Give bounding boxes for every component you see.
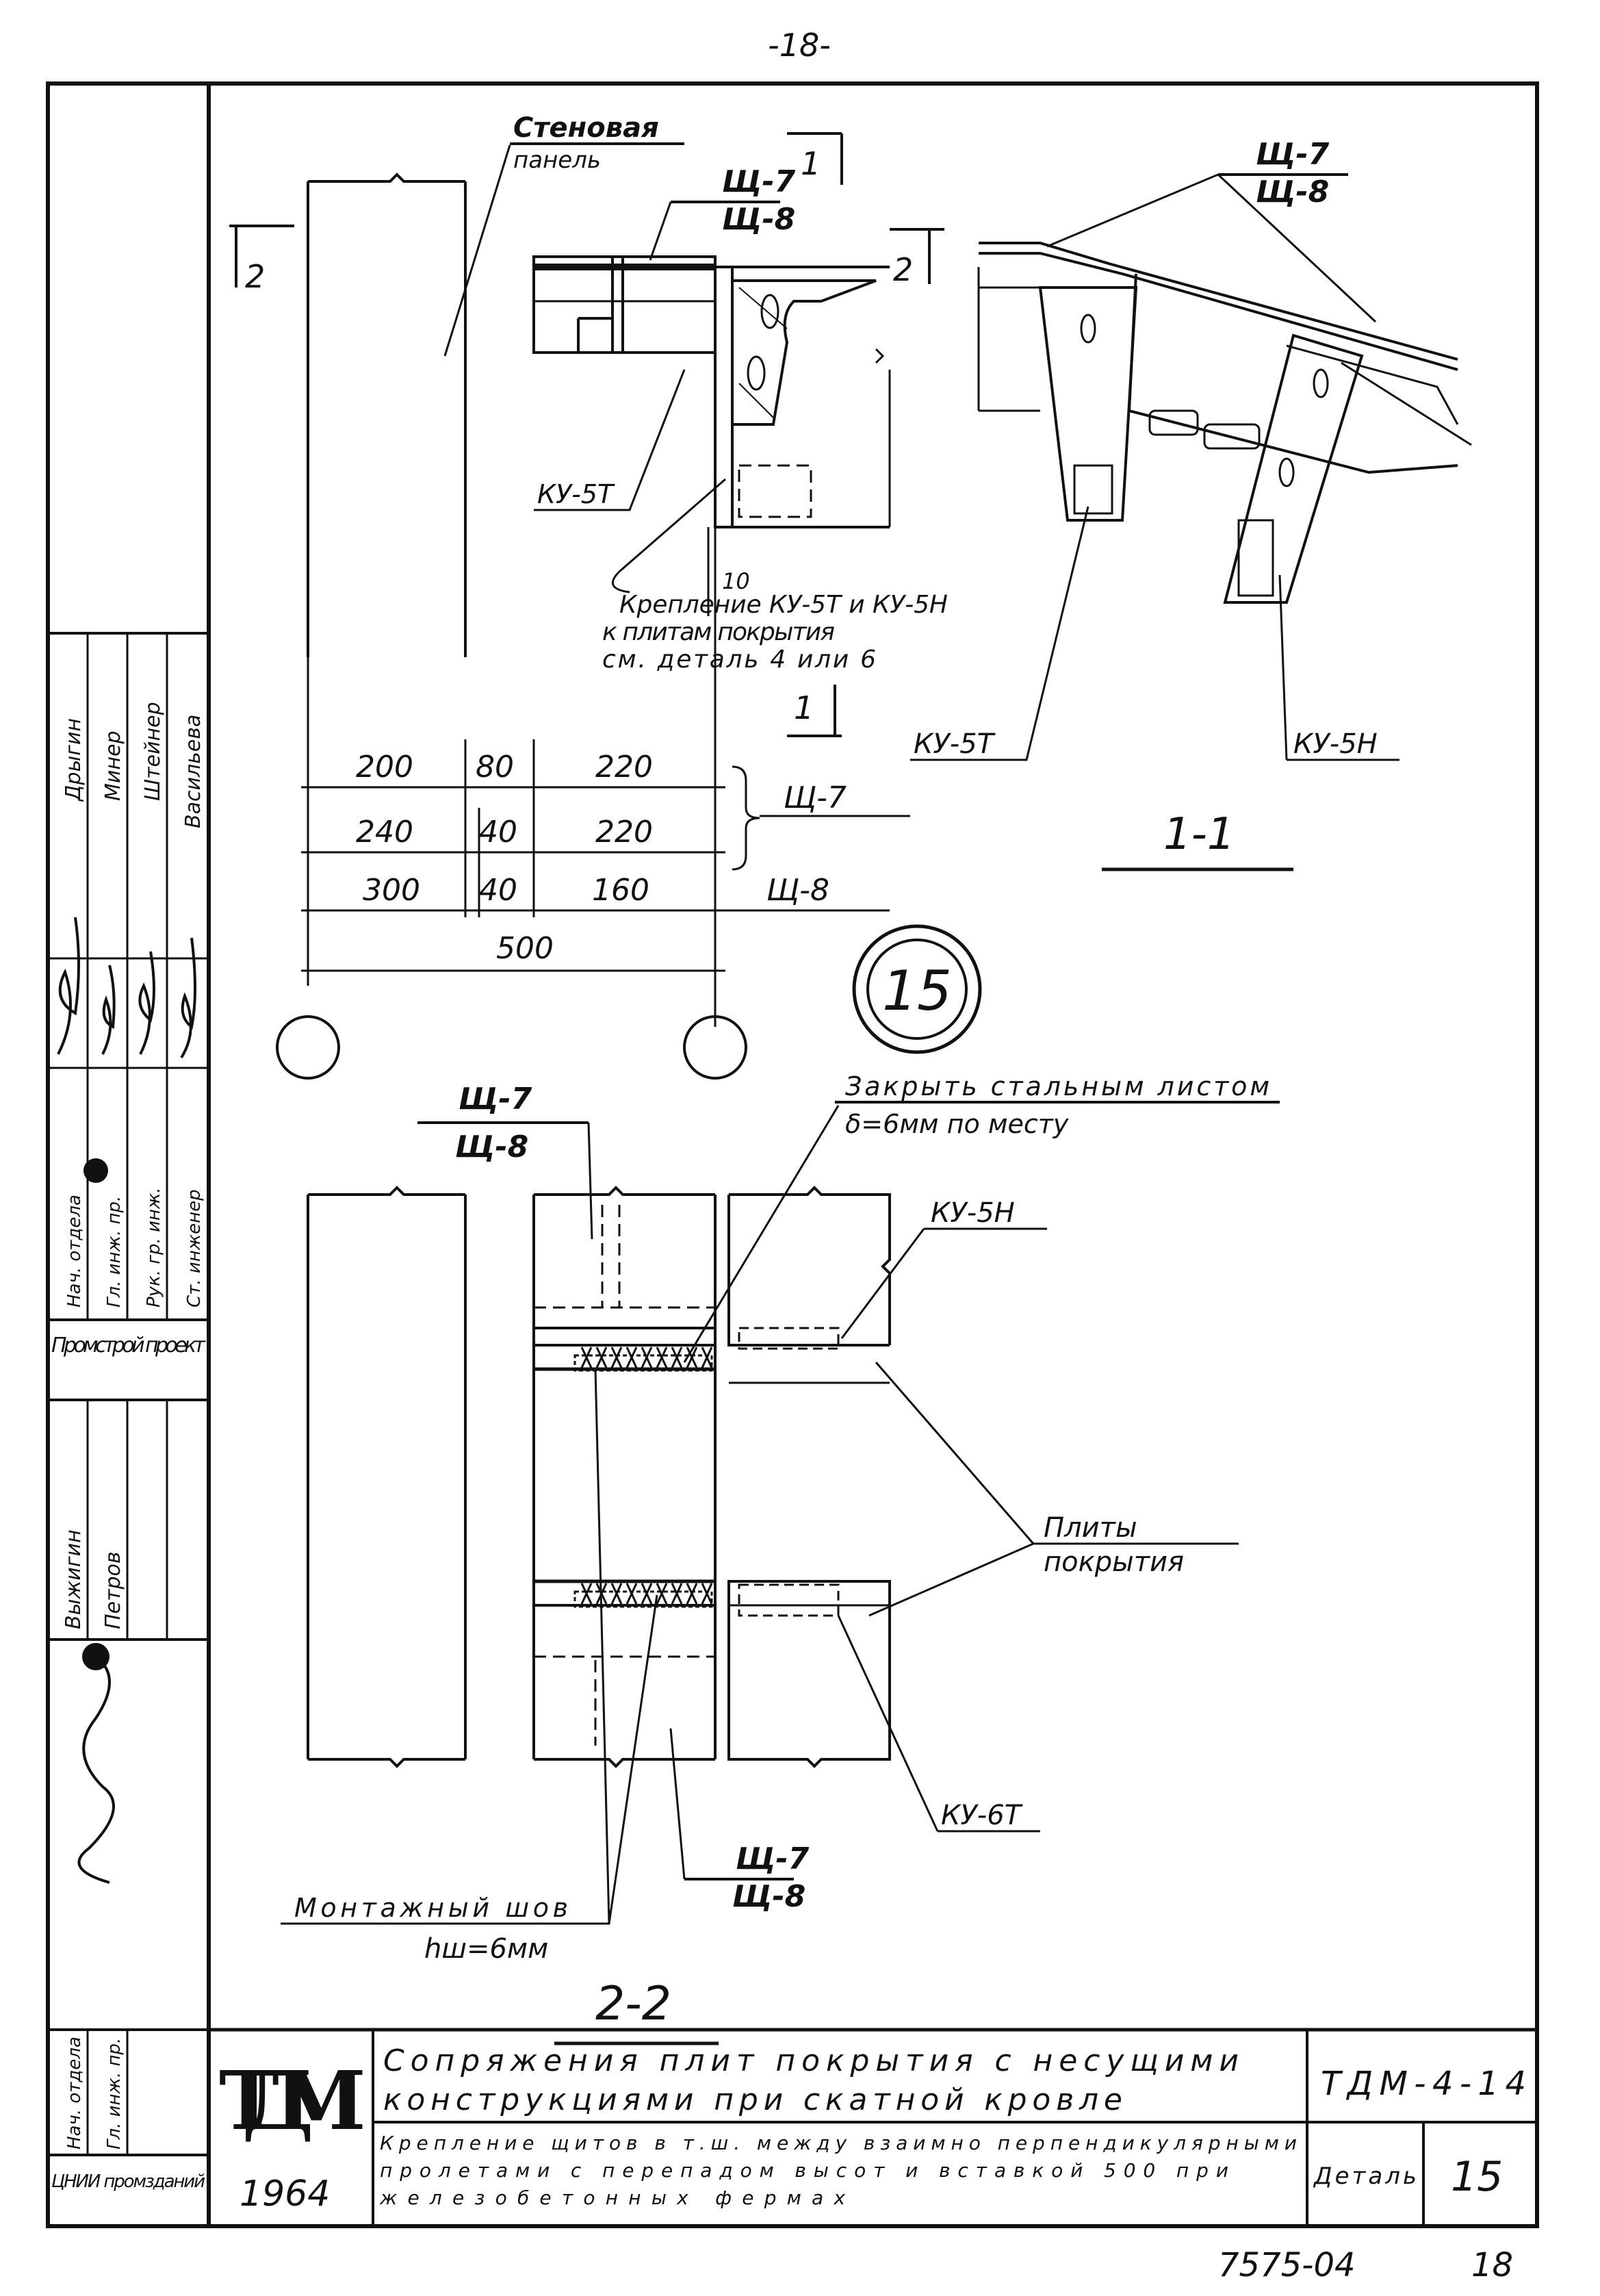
dim-row3-label: Щ-8 <box>766 873 829 908</box>
left-stamp: Дрыгин Минер Штейнер Васильева Нач. отде… <box>48 632 209 2192</box>
stamp-position-3: Рук. гр. инж. <box>144 1187 164 1308</box>
dim-row2-b: 40 <box>479 815 517 850</box>
stamp-name-3: Штейнер <box>141 702 165 801</box>
detail-circle-number: 15 <box>882 959 952 1023</box>
section-mark-1-bottom: 1 <box>794 689 814 726</box>
stamp-position-6: Гл. инж. пр. <box>104 2038 125 2150</box>
drawing-code: ТДМ-4-14 <box>1321 2065 1526 2103</box>
stamp-name-4: Васильева <box>181 715 205 828</box>
outer-frame <box>46 81 1539 2228</box>
plan-detail-top: Стеновая панель 2 1 2 Щ-7 Щ <box>229 112 948 737</box>
ku6t-label: КУ-6Т <box>941 1800 1024 1831</box>
weld-hatch-top <box>580 1347 713 1368</box>
section-mark-2-right: 2 <box>893 251 913 288</box>
signature-1 <box>57 917 80 1055</box>
year: 1964 <box>240 2173 330 2215</box>
detail-number-block: 15 <box>1451 2153 1503 2201</box>
weld-label-1: Монтажный шов <box>294 1893 568 1923</box>
signature-4 <box>180 937 196 1059</box>
sheet-number: 18 <box>1471 2246 1513 2284</box>
archive-number: 7575-04 <box>1218 2246 1356 2284</box>
slabs-label-1: Плиты <box>1044 1512 1137 1544</box>
signature-5 <box>77 1655 115 1884</box>
axis-bubble-left <box>276 1015 340 1080</box>
section-mark-1-top: 1 <box>801 145 821 182</box>
section-1-1: Щ-7 Щ-8 КУ-5Т КУ-5Н 1-1 <box>910 137 1472 871</box>
shield-mid-a: Щ-7 <box>459 1082 532 1117</box>
cover-sheet-note-1: Закрыть стальным листом <box>845 1071 1269 1101</box>
section-mark-2-left: 2 <box>245 258 265 295</box>
shield-bot-a: Щ-7 <box>736 1841 810 1876</box>
detail-circle-outer <box>852 924 982 1054</box>
fastening-note-2: к плитам покрытия <box>602 618 835 646</box>
dim-row1-b: 80 <box>476 750 514 785</box>
dim-row1-label: Щ-7 <box>784 780 847 815</box>
dim-row1-a: 200 <box>356 750 413 785</box>
dim-row1-c: 220 <box>595 750 653 785</box>
axis-bubble-right <box>683 1015 747 1080</box>
dim-row3-c: 160 <box>592 873 649 908</box>
ku5h-label-b: КУ-5Н <box>1293 728 1378 760</box>
cover-sheet-note-2: δ=6мм по месту <box>845 1109 1069 1139</box>
shield-mid-b: Щ-8 <box>455 1130 528 1164</box>
subtitle-line-1: Крепление щитов в т.ш. между взаимно пер… <box>380 2132 1297 2154</box>
stamp-org-2: ЦНИИ промзданий <box>51 2171 205 2192</box>
stamp-name-1: Дрыгин <box>62 718 86 802</box>
dim-row2-c: 220 <box>595 815 653 850</box>
title-line-2: конструкциями при скатной кровле <box>383 2082 1122 2117</box>
wall-panel-label-2: панель <box>513 146 601 174</box>
stamp-position-1: Нач. отдела <box>64 1195 85 1308</box>
title-block: ТДМ 1964 Сопряжения плит покрытия с несу… <box>209 2028 1537 2226</box>
dimension-chain: 200 80 220 240 40 220 Щ-7 300 40 160 Щ-8… <box>276 616 910 1080</box>
dim-row3-a: 300 <box>363 873 420 908</box>
section-1-1-shield-a: Щ-7 <box>1256 137 1330 172</box>
signature-3 <box>138 951 155 1055</box>
shield-top-b: Щ-8 <box>722 202 795 237</box>
fastening-note-3: см. деталь 4 или 6 <box>602 646 876 674</box>
stamp-name-2: Минер <box>101 731 125 802</box>
logo-tdm: ТДМ <box>219 2053 366 2148</box>
weld-label-2: hш=6мм <box>424 1933 548 1965</box>
stamp-name-5: Выжигин <box>62 1529 86 1629</box>
stamp-position-4: Ст. инженер <box>184 1189 205 1308</box>
section-2-2: Закрыть стальным листом δ=6мм по месту Щ… <box>281 1071 1280 2045</box>
dim-10: 10 <box>722 568 750 594</box>
section-1-1-shield-b: Щ-8 <box>1256 175 1329 209</box>
weld-hatch-bottom <box>580 1583 713 1605</box>
detail-circle-inner <box>866 939 968 1040</box>
ku5t-label-b: КУ-5Т <box>914 728 996 760</box>
signature-2 <box>101 965 116 1055</box>
shield-bot-b: Щ-8 <box>732 1879 805 1914</box>
title-line-1: Сопряжения плит покрытия с несущими <box>383 2043 1239 2078</box>
section-2-2-title: 2-2 <box>595 1977 671 2031</box>
subtitle-line-2: пролетами с перепадом высот и вставкой 5… <box>380 2159 1228 2182</box>
dim-row3-b: 40 <box>479 873 517 908</box>
ink-blot-1 <box>83 1158 108 1183</box>
ku5h-label-c: КУ-5Н <box>931 1197 1015 1229</box>
stamp-position-2: Гл. инж. пр. <box>104 1196 125 1308</box>
shield-top-a: Щ-7 <box>722 164 796 199</box>
detail-label: Деталь <box>1313 2163 1417 2190</box>
stamp-position-5: Нач. отдела <box>64 2037 85 2150</box>
fastening-note-1: Крепление КУ-5Т и КУ-5Н <box>619 591 948 619</box>
subtitle-line-3: железобетонных фермах <box>379 2186 845 2209</box>
stamp-org-1: Промстрой проект <box>51 1334 207 1357</box>
dim-row2-a: 240 <box>356 815 413 850</box>
section-1-1-title: 1-1 <box>1163 809 1235 860</box>
stamp-name-6: Петров <box>101 1551 125 1629</box>
dim-total: 500 <box>496 931 554 966</box>
slabs-label-2: покрытия <box>1044 1546 1184 1578</box>
page-number: -18- <box>768 27 831 64</box>
ku5t-label-a: КУ-5Т <box>537 479 615 509</box>
wall-panel-label-1: Стеновая <box>513 112 659 144</box>
